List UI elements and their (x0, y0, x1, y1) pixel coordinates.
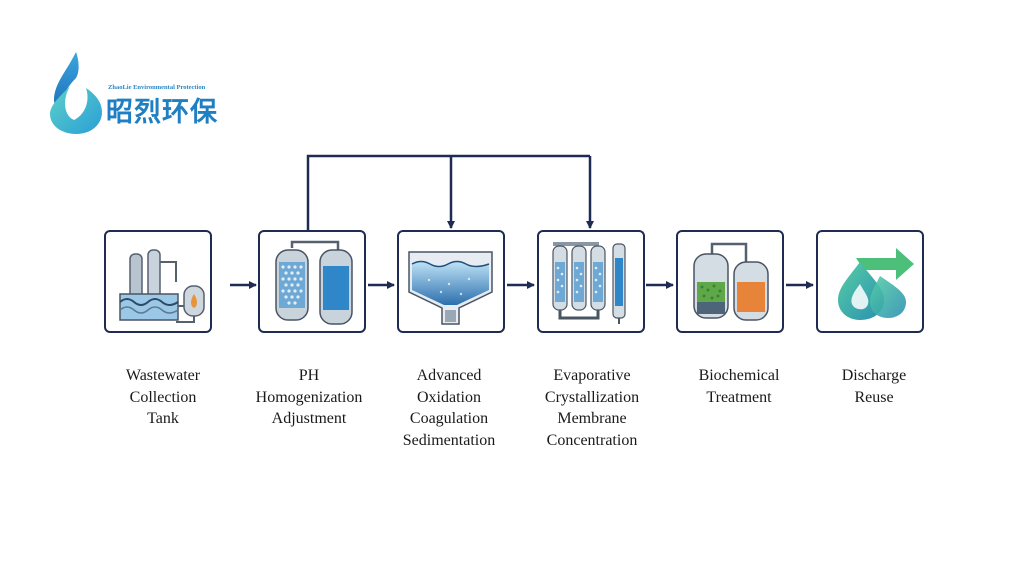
step-label-evaporation-membrane: Evaporative Crystallization Membrane Con… (517, 365, 667, 451)
step-label-discharge-reuse: Discharge Reuse (799, 365, 949, 408)
step-label-line: Collection (129, 388, 197, 406)
step-label-line: Adjustment (271, 410, 347, 427)
step-label-line: Homogenization (255, 388, 363, 406)
ph-adjustment-tanks-icon (275, 240, 353, 325)
step-label-line: Coagulation (409, 410, 489, 427)
step-label-line: Advanced (416, 367, 482, 384)
step-label-sedimentation: Advanced Oxidation Coagulation Sedimenta… (374, 365, 524, 451)
step-box-sedimentation (397, 230, 505, 333)
company-logo: ZhaoLie Environmental Protection 昭烈环保 (46, 50, 246, 140)
sedimentation-basin-icon (408, 251, 493, 325)
discharge-reuse-icon (838, 248, 914, 320)
biochemical-reactor-icon (693, 242, 769, 321)
step-label-biochemical: Biochemical Treatment (664, 365, 814, 408)
step-label-ph-adjustment: PH Homogenization Adjustment (234, 365, 384, 430)
step-box-evaporation-membrane (537, 230, 645, 333)
step-label-line: Membrane (557, 410, 627, 427)
step-label-line: Concentration (546, 431, 638, 449)
step-label-line: Tank (147, 410, 179, 427)
step-label-line: Reuse (854, 388, 894, 406)
step-label-line: Wastewater (125, 367, 201, 384)
step-label-line: Oxidation (417, 388, 481, 406)
logo-name: 昭烈环保 (106, 97, 218, 128)
step-box-biochemical (676, 230, 784, 333)
step-label-line: Biochemical (698, 367, 780, 384)
step-label-line: Discharge (841, 367, 907, 384)
step-box-ph-adjustment (258, 230, 366, 333)
bypass-line (306, 154, 590, 230)
collection-tank-icon (119, 249, 205, 323)
logo-subtitle: ZhaoLie Environmental Protection (108, 84, 206, 91)
step-box-collection-tank (104, 230, 212, 333)
step-label-line: Evaporative (553, 367, 631, 384)
step-label-line: Crystallization (544, 388, 640, 406)
step-box-discharge-reuse (816, 230, 924, 333)
step-label-line: Treatment (706, 388, 772, 406)
step-label-collection-tank: Wastewater Collection Tank (88, 365, 238, 430)
water-drop-logo-icon (50, 52, 102, 134)
step-label-line: PH (298, 367, 320, 384)
evaporation-membrane-icon (552, 242, 626, 324)
step-label-line: Sedimentation (402, 431, 496, 449)
